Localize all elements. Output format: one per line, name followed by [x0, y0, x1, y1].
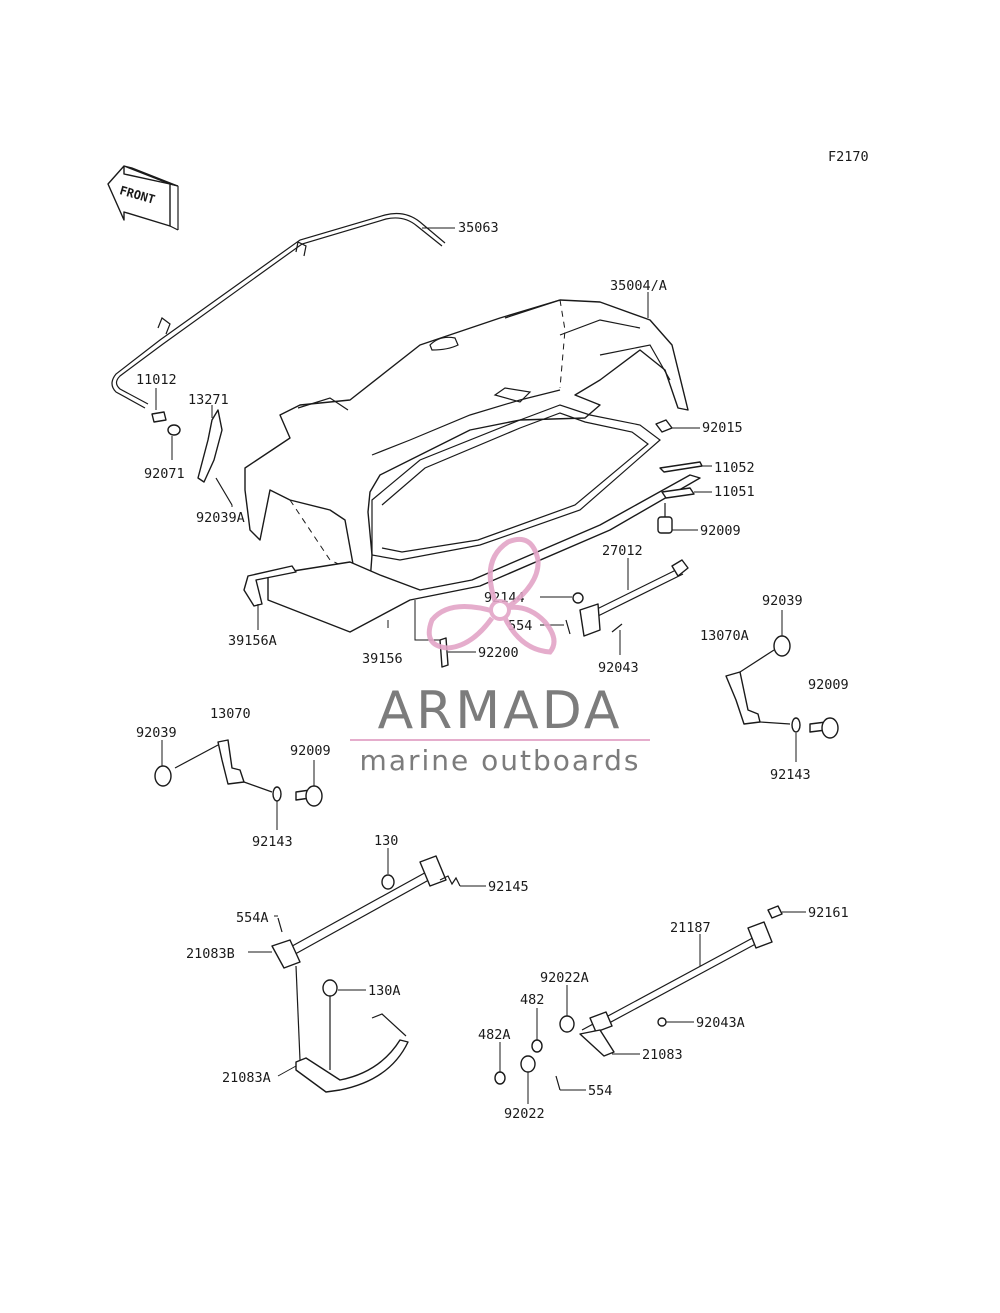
pin-92043 [611, 623, 623, 633]
bolt-92039-left [154, 765, 172, 787]
label-92039-right: 92039 [762, 593, 803, 609]
linkage-21083A [295, 965, 409, 1093]
label-13070: 13070 [210, 706, 251, 722]
bolt-92009-left [305, 785, 323, 807]
pin-92200 [439, 637, 449, 668]
label-13271: 13271 [188, 392, 229, 408]
pin-554-top [565, 619, 571, 635]
nut-92071 [167, 424, 181, 436]
label-92071: 92071 [144, 466, 185, 482]
leader-lines [155, 227, 806, 1104]
label-92039A: 92039A [196, 510, 245, 526]
rod-27012 [565, 559, 689, 637]
pin-92043A [657, 1017, 667, 1027]
label-92043A: 92043A [696, 1015, 745, 1031]
clip-92015 [655, 419, 673, 433]
label-11051: 11051 [714, 484, 755, 500]
pin-92039A [215, 477, 233, 506]
plate-11052 [659, 461, 703, 473]
linkage-21083B [271, 855, 461, 969]
label-39156: 39156 [362, 651, 403, 667]
front-arrow-icon: FRONT [107, 165, 179, 231]
label-130: 130 [374, 833, 398, 849]
washer-92022A [559, 1015, 575, 1033]
label-92022A: 92022A [540, 970, 589, 986]
bracket-13070 [154, 739, 323, 807]
label-21083: 21083 [642, 1047, 683, 1063]
bolt-130A [322, 979, 338, 997]
bolt-92039-right [773, 635, 791, 657]
label-92143-left: 92143 [252, 834, 293, 850]
part-11012 [151, 411, 167, 423]
watermark-brand: ARMADA [378, 681, 623, 741]
figure-code: F2170 [828, 149, 869, 165]
label-92143-right: 92143 [770, 767, 811, 783]
label-21083A: 21083A [222, 1070, 271, 1086]
rod-21187 [494, 905, 783, 1091]
watermark-tagline: marine outboards [360, 744, 641, 777]
bolt-92009-top [657, 503, 673, 534]
gasket-39156 [243, 474, 701, 633]
label-92009-right: 92009 [808, 677, 849, 693]
label-35004A: 35004/A [610, 278, 667, 294]
label-92022: 92022 [504, 1106, 545, 1122]
washer-92143-left [272, 786, 282, 802]
label-92039-left: 92039 [136, 725, 177, 741]
part-labels: 35063 35004/A 11012 13271 92071 92039A 9… [136, 220, 849, 1122]
label-11052: 11052 [714, 460, 755, 476]
clip-92144 [572, 592, 584, 604]
label-27012: 27012 [602, 543, 643, 559]
label-92161: 92161 [808, 905, 849, 921]
clip-482A [494, 1071, 506, 1085]
cable-35063 [111, 212, 446, 423]
lever-13271 [197, 409, 223, 483]
label-130A: 130A [368, 983, 401, 999]
engine-hood-35004A [244, 299, 689, 583]
label-92009-left: 92009 [290, 743, 331, 759]
washer-92143-right [791, 717, 801, 733]
clip-482 [531, 1039, 543, 1053]
label-13070A: 13070A [700, 628, 749, 644]
label-92145: 92145 [488, 879, 529, 895]
part-39156A [243, 565, 297, 607]
propeller-logo-icon [426, 536, 557, 655]
label-554A: 554A [236, 910, 269, 926]
lever-21083 [579, 1029, 615, 1057]
clip-92161 [767, 905, 783, 919]
watermark: ARMADA marine outboards [350, 536, 650, 777]
pin-554-bottom [555, 1075, 561, 1091]
label-482A: 482A [478, 1027, 511, 1043]
plate-11051 [661, 487, 695, 499]
label-554-bottom: 554 [588, 1083, 612, 1099]
washer-92022 [520, 1055, 536, 1073]
label-92043: 92043 [598, 660, 639, 676]
bolt-92009-right [821, 717, 839, 739]
label-35063: 35063 [458, 220, 499, 236]
label-92009-top: 92009 [700, 523, 741, 539]
label-21083B: 21083B [186, 946, 235, 962]
label-11012: 11012 [136, 372, 177, 388]
label-39156A: 39156A [228, 633, 277, 649]
label-21187: 21187 [670, 920, 711, 936]
label-92200: 92200 [478, 645, 519, 661]
bolt-130 [381, 874, 395, 890]
spring-92145 [439, 875, 461, 887]
label-92015: 92015 [702, 420, 743, 436]
pin-554A [277, 917, 283, 933]
label-482: 482 [520, 992, 544, 1008]
